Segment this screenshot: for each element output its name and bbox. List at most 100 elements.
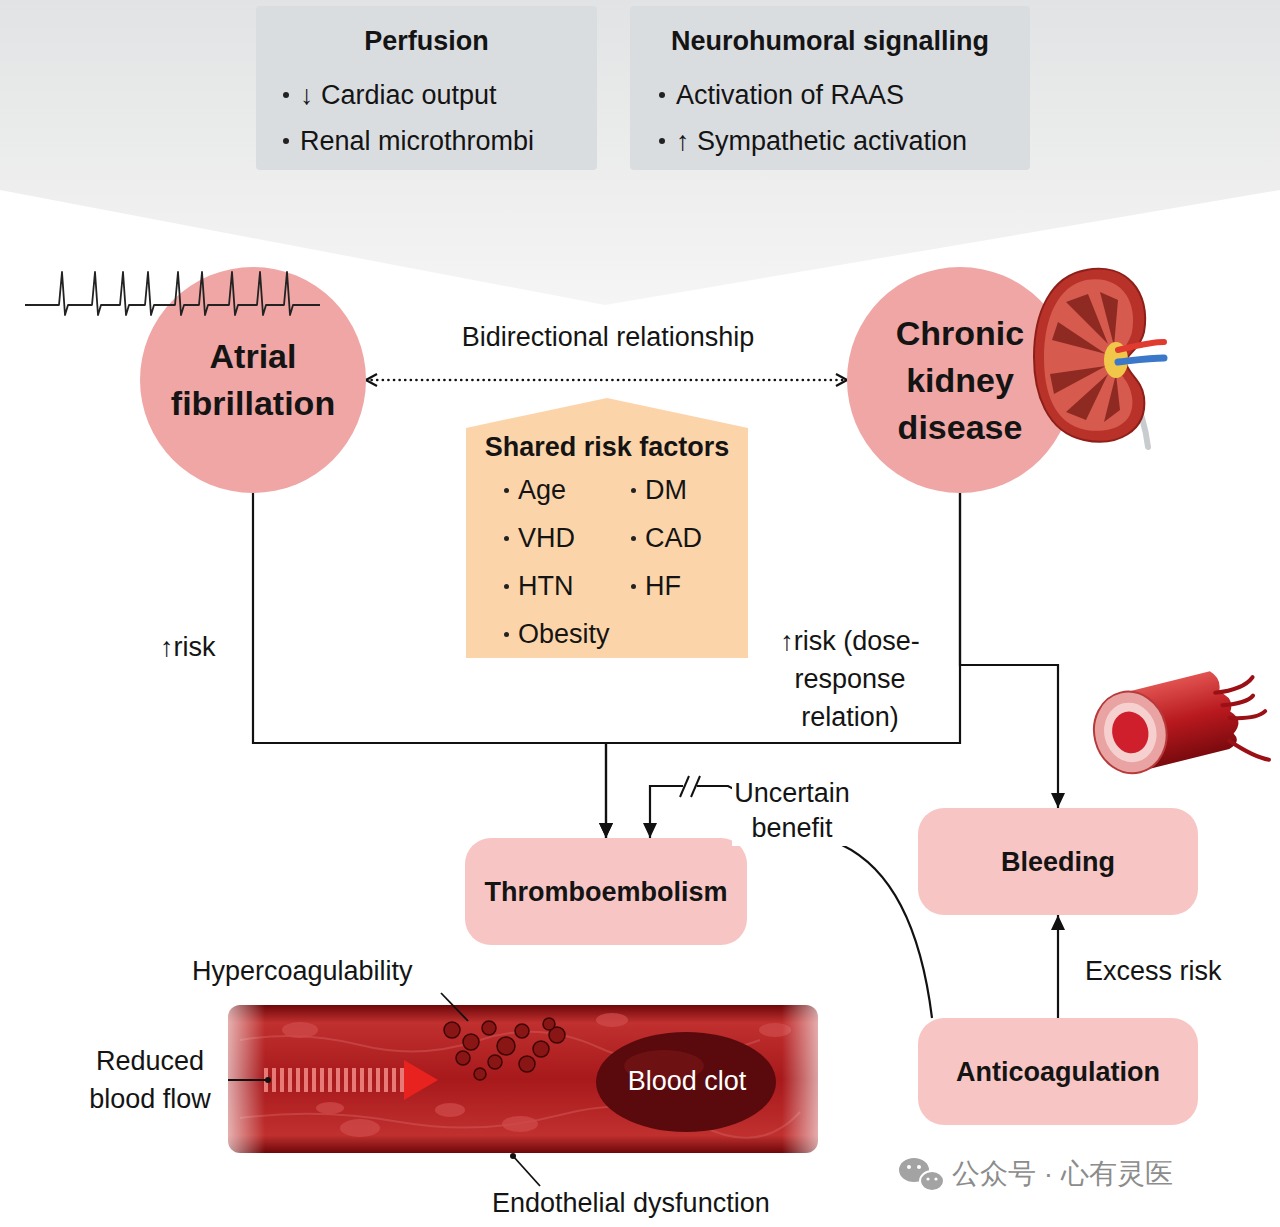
red-cell [340, 1119, 380, 1137]
bullet-text: ↓ Cardiac output [300, 78, 497, 112]
artery-illustration [1085, 660, 1276, 800]
bullet-text: VHD [518, 521, 575, 555]
leader-line [228, 1079, 268, 1081]
edge-label: ↑risk [160, 630, 216, 664]
bullet-row: Renal microthrombi [256, 118, 597, 164]
figure-label: Hypercoagulability [192, 954, 413, 988]
bullet-text: ↑ Sympathetic activation [676, 124, 967, 158]
kidney-outline [1034, 269, 1145, 442]
panel-heading-row: Neurohumoral signalling [630, 20, 1030, 62]
kidney-illustration [1034, 269, 1164, 447]
background-chevron [0, 0, 1280, 305]
pentagon-fill [466, 398, 748, 658]
circle-label: Chronic kidney disease [858, 310, 1062, 451]
ecg-trace [25, 272, 320, 315]
kidney-cortex [1044, 279, 1133, 431]
bullet-row: HF [631, 562, 748, 610]
red-cell [596, 1013, 628, 1027]
bullet-dot [504, 632, 509, 637]
vessel-body [228, 1005, 818, 1153]
treatment-box: Anticoagulation [918, 1018, 1198, 1125]
flow-stripes [262, 1068, 407, 1092]
edge-label: Excess risk [1085, 954, 1222, 988]
bullet-dot [631, 584, 636, 589]
outcome-box: Thromboembolism [465, 838, 747, 945]
red-cell [316, 1102, 344, 1114]
bullet-dot [631, 536, 636, 541]
artery-wall [1085, 684, 1175, 781]
bullet-row: ↑ Sympathetic activation [630, 118, 1030, 164]
bullet-row: DM [631, 466, 748, 514]
circle-label: Atrial fibrillation [151, 333, 355, 427]
connector-arrow [1057, 915, 1059, 1018]
bullet-row: CAD [631, 514, 748, 562]
blood-clot-shape [596, 1032, 776, 1132]
leader-line [441, 993, 468, 1021]
node-text-wrap: Atrial fibrillation [151, 333, 355, 427]
wechat-icon [899, 1158, 944, 1191]
vessel-fade [782, 995, 842, 1165]
platelet-cluster [444, 1018, 565, 1080]
renal-artery [1118, 342, 1164, 350]
bullet-dot [504, 488, 509, 493]
box-label: Thromboembolism [484, 875, 727, 909]
bullet-row: ↓ Cardiac output [256, 72, 597, 118]
panel-heading: Perfusion [364, 20, 489, 62]
bullet-text: Obesity [518, 617, 610, 651]
edge-label: ↑risk (dose-response relation) [750, 622, 950, 736]
red-cell [282, 1022, 318, 1038]
panel-heading-row: Perfusion [256, 20, 597, 62]
blood-vessel-illustration [205, 995, 842, 1165]
bullet-text: Activation of RAAS [676, 78, 904, 112]
risk-factor-grid: AgeDMVHDCADHTNHFObesity [466, 466, 748, 658]
figure-label: Endothelial dysfunction [492, 1186, 770, 1220]
break-mark [691, 776, 700, 797]
outcome-box: Bleeding [918, 808, 1198, 915]
node-text-wrap: Anticoagulation [956, 1055, 1160, 1089]
bullet-text: Age [518, 473, 566, 507]
condition-circle: Atrial fibrillation [140, 267, 366, 493]
break-mark [680, 776, 689, 797]
bullet-text: CAD [645, 521, 702, 555]
box-heading: Shared risk factors [485, 430, 730, 464]
box-heading-row: Shared risk factors [466, 430, 748, 464]
node-text-wrap: Thromboembolism [484, 875, 727, 909]
node-text-wrap: Bleeding [1001, 845, 1115, 879]
risk-factor-box: Shared risk factorsAgeDMVHDCADHTNHFObesi… [466, 398, 748, 658]
bullet-row: VHD [504, 514, 631, 562]
figure-label: Blood clot [612, 1064, 762, 1098]
bullet-dot [283, 92, 289, 98]
figure-label: Reduced blood flow [72, 1042, 228, 1118]
edge-label: Uncertain benefit [732, 776, 852, 846]
artery-intima [1098, 697, 1163, 768]
bullet-dot [504, 584, 509, 589]
mechanism-panel: Perfusion ↓ Cardiac outputRenal microthro… [256, 6, 597, 170]
bullet-dot [659, 138, 665, 144]
red-cell [435, 1103, 465, 1117]
bullet-row: Obesity [504, 610, 631, 658]
bullet-dot [283, 138, 289, 144]
connector-arrow [366, 379, 847, 382]
mechanism-panel: Neurohumoral signallingActivation of RAA… [630, 6, 1030, 170]
red-cell [502, 1116, 538, 1132]
edge-label: Bidirectional relationship [430, 320, 786, 354]
connector-arrow [960, 493, 1058, 808]
bullet-row: Activation of RAAS [630, 72, 1030, 118]
connector-arrow [253, 493, 606, 838]
condition-circle: Chronic kidney disease [847, 267, 1073, 493]
leader-dot [265, 1077, 271, 1083]
bullet-dot [631, 488, 636, 493]
node-text-wrap: Chronic kidney disease [858, 310, 1062, 451]
panel-heading: Neurohumoral signalling [671, 20, 989, 62]
bullet-text: HF [645, 569, 681, 603]
artery-lumen [1108, 708, 1153, 757]
rupture-strands [1214, 676, 1277, 768]
flow-arrow [404, 1060, 438, 1100]
bullet-row: Age [504, 466, 631, 514]
box-label: Anticoagulation [956, 1055, 1160, 1089]
bullet-text: Renal microthrombi [300, 124, 534, 158]
